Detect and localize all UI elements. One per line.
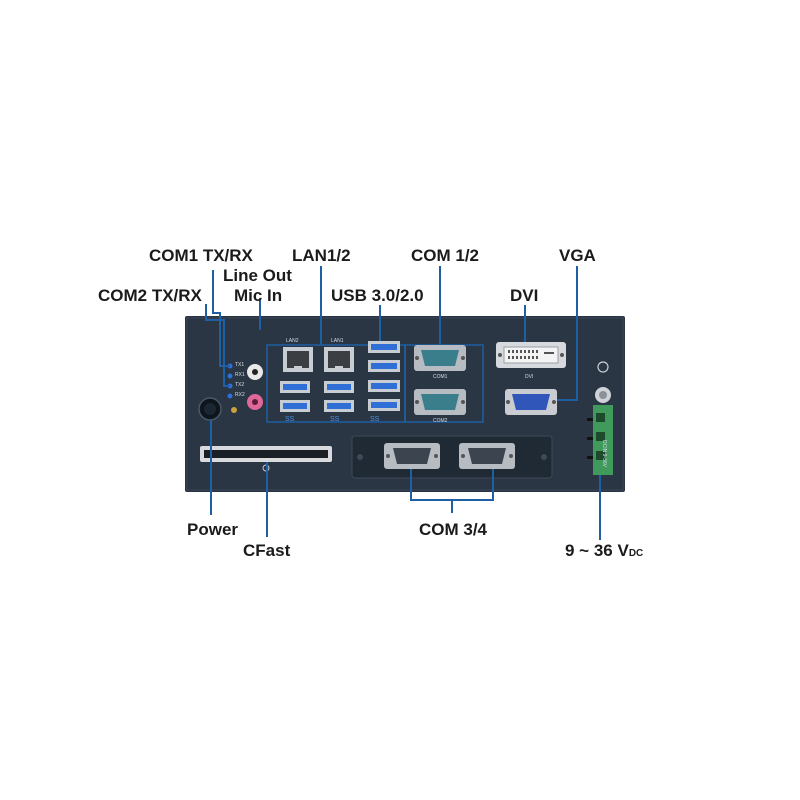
label-power: Power: [187, 520, 239, 539]
dc-terminal-block[interactable]: [587, 405, 613, 475]
hdd-led-icon: [231, 407, 237, 413]
usb-port[interactable]: [324, 381, 354, 393]
com3-port[interactable]: [384, 443, 440, 469]
power-button[interactable]: [198, 397, 222, 421]
com2-marking: COM2: [433, 418, 448, 424]
com1-marking: COM1: [433, 374, 448, 380]
lan2-port[interactable]: [283, 347, 313, 372]
tx1-marking: TX1: [235, 362, 245, 368]
vga-port[interactable]: [505, 389, 557, 415]
usb3-logo-right: SS: [370, 416, 380, 423]
com4-port[interactable]: [459, 443, 515, 469]
mic-in-jack[interactable]: [247, 394, 263, 410]
usb-port[interactable]: [368, 399, 400, 411]
label-com12: COM 1/2: [411, 246, 480, 265]
label-cfast: CFast: [243, 541, 291, 560]
ground-screw-icon: [595, 361, 611, 403]
usb-port[interactable]: [368, 360, 400, 372]
label-lan: LAN1/2: [292, 246, 351, 265]
label-com1-txrx: COM1 TX/RX: [149, 246, 253, 265]
label-com34: COM 3/4: [419, 520, 488, 539]
label-dc-input: 9 ~ 36 VDC: [565, 542, 643, 559]
dc-subscript: DC: [628, 548, 644, 559]
label-com2-txrx: COM2 TX/RX: [98, 286, 202, 305]
usb3-logo-left: SS: [285, 416, 295, 423]
label-dvi: DVI: [510, 286, 539, 305]
dc-in-marking: DCIN 9-36V: [601, 440, 607, 467]
usb-port[interactable]: [368, 380, 400, 392]
usb-port[interactable]: [368, 341, 400, 353]
usb-port[interactable]: [280, 400, 310, 412]
lan2-marking: LAN2: [286, 338, 299, 344]
line-out-jack[interactable]: [247, 364, 263, 380]
callout-lines: [205, 266, 601, 540]
rx1-marking: RX1: [235, 372, 245, 378]
rx2-marking: RX2: [235, 392, 245, 398]
usb-port[interactable]: [280, 381, 310, 393]
label-mic-in: Mic In: [234, 286, 283, 305]
label-usb: USB 3.0/2.0: [331, 286, 424, 305]
dvi-port[interactable]: [496, 342, 566, 368]
usb-port[interactable]: [324, 400, 354, 412]
dc-voltage-range: 9 ~ 36 V: [565, 541, 629, 560]
com1-port[interactable]: [414, 345, 466, 371]
com2-port[interactable]: [414, 389, 466, 415]
label-line-out: Line Out: [223, 266, 292, 285]
dvi-marking: DVI: [525, 374, 534, 380]
label-vga: VGA: [559, 246, 596, 265]
usb3-logo-mid: SS: [330, 416, 340, 423]
lan1-port[interactable]: [324, 347, 354, 372]
cfast-slot[interactable]: [200, 446, 332, 462]
com34-bracket: [351, 435, 553, 479]
tx2-marking: TX2: [235, 382, 245, 388]
lan1-marking: LAN1: [331, 338, 344, 344]
